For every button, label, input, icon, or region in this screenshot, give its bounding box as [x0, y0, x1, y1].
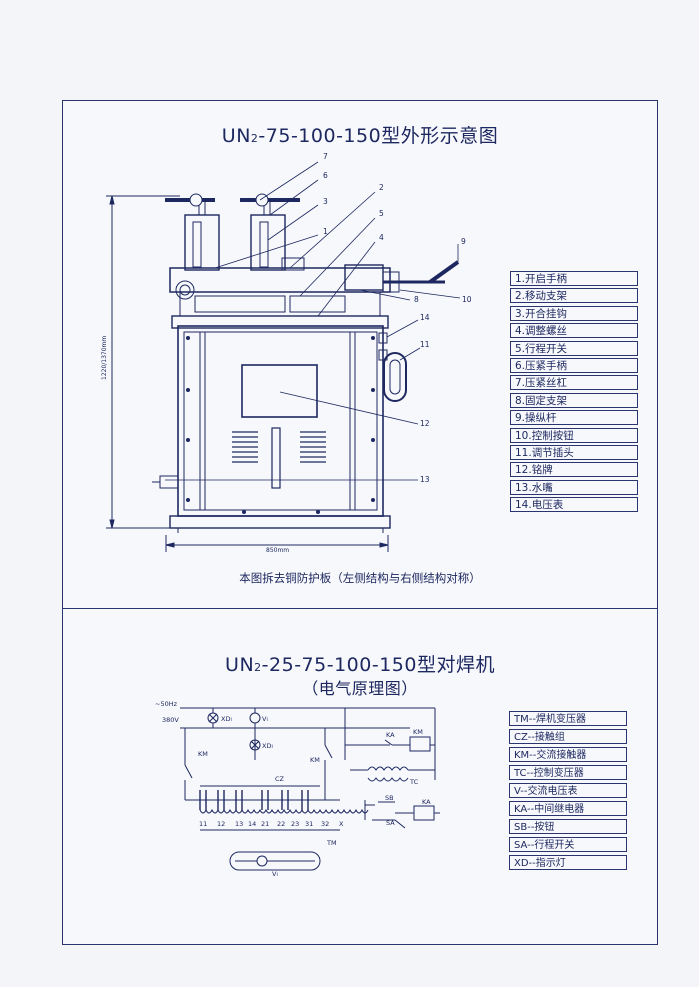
legend-item: 4.调整螺丝 [510, 323, 638, 339]
legend-item: V--交流电压表 [509, 783, 627, 798]
legend-item: 9.操纵杆 [510, 410, 638, 426]
label-sb: SB [385, 794, 394, 802]
callout-6: 6 [323, 171, 328, 180]
symbol-legend: TM--焊机变压器 CZ--接触组 KM--交流接触器 TC--控制变压器 V-… [509, 711, 627, 873]
callout-14: 14 [420, 313, 430, 322]
callout-3: 3 [323, 197, 328, 206]
legend-item: 12.铭牌 [510, 462, 638, 478]
callout-9: 9 [461, 237, 466, 246]
terminal-label: 32 [321, 820, 329, 828]
callout-7: 7 [323, 152, 328, 161]
legend-item: 8.固定支架 [510, 392, 638, 408]
terminal-label: 22 [277, 820, 285, 828]
schematic-title-rest: -25-75-100-150型对焊机 [261, 654, 495, 676]
label-tm: TM [326, 839, 337, 847]
label-km-top: KM [413, 728, 423, 736]
schematic-title: UN2-25-75-100-150型对焊机 [62, 650, 658, 677]
callout-13: 13 [420, 475, 430, 484]
terminal-label: 23 [291, 820, 299, 828]
height-dimension: 1220/1370mm [101, 336, 108, 380]
schematic-title-subscript: 2 [254, 661, 262, 674]
label-xd2: XDI [262, 742, 273, 750]
terminal-label: 11 [199, 820, 207, 828]
legend-item: XD--指示灯 [509, 855, 627, 870]
legend-item: 2.移动支架 [510, 288, 638, 304]
label-ka-right: KA [422, 798, 431, 806]
outline-caption: 本图拆去铜防护板（左侧结构与右侧结构对称） [239, 571, 481, 585]
outline-drawing-title: UN2-75-100-150型外形示意图 [62, 121, 658, 148]
label-cz: CZ [275, 775, 285, 783]
label-v2: VI [272, 870, 278, 878]
callout-2: 2 [379, 183, 384, 192]
legend-item: 3.开合挂钩 [510, 305, 638, 321]
legend-item: 13.水嘴 [510, 479, 638, 495]
legend-item: 6.压紧手柄 [510, 357, 638, 373]
callout-5: 5 [379, 209, 384, 218]
legend-item: 11.调节插头 [510, 444, 638, 460]
callout-4: 4 [379, 233, 384, 242]
legend-item: 5.行程开关 [510, 340, 638, 356]
legend-item: SB--按钮 [509, 819, 627, 834]
legend-item: TM--焊机变压器 [509, 711, 627, 726]
label-v1: VI [262, 715, 268, 723]
schematic-title-prefix: UN [225, 654, 255, 676]
callout-11: 11 [420, 340, 430, 349]
terminal-label: 14 [248, 820, 256, 828]
drawing-frame [62, 100, 658, 945]
schematic-subtitle: （电气原理图） [302, 679, 418, 698]
label-km-left: KM [198, 750, 208, 758]
title-model-rest: -75-100-150型外形示意图 [258, 125, 499, 147]
legend-item: CZ--接触组 [509, 729, 627, 744]
callout-10: 10 [462, 295, 472, 304]
callout-12: 12 [420, 419, 430, 428]
terminal-label: 13 [235, 820, 243, 828]
legend-item: 1.开启手柄 [510, 271, 638, 286]
legend-item: KM--交流接触器 [509, 747, 627, 762]
section-divider [62, 608, 658, 609]
label-ka-top: KA [386, 731, 395, 739]
legend-item: 7.压紧丝杠 [510, 375, 638, 391]
label-tc: TC [409, 778, 419, 786]
label-50hz: ~50Hz [155, 700, 178, 708]
callout-1: 1 [323, 227, 328, 236]
label-380v: 380V [162, 716, 179, 724]
title-model-subscript: 2 [250, 132, 259, 145]
terminal-label: 21 [261, 820, 269, 828]
width-dimension: 850mm [266, 547, 289, 554]
parts-legend: 1.开启手柄 2.移动支架 3.开合挂钩 4.调整螺丝 5.行程开关 6.压紧手… [510, 271, 638, 514]
legend-item: SA--行程开关 [509, 837, 627, 852]
terminal-label: 31 [305, 820, 313, 828]
label-xd1: XDI [221, 715, 232, 723]
legend-item: TC--控制变压器 [509, 765, 627, 780]
title-model-prefix: UN [221, 125, 251, 147]
label-km-mid: KM [310, 756, 320, 764]
label-sa: SA [386, 819, 395, 827]
legend-item: 14.电压表 [510, 497, 638, 513]
legend-item: 10.控制按钮 [510, 427, 638, 443]
legend-item: KA--中间继电器 [509, 801, 627, 816]
callout-8: 8 [414, 295, 419, 304]
terminal-label: 12 [217, 820, 225, 828]
label-x: X [339, 820, 344, 828]
